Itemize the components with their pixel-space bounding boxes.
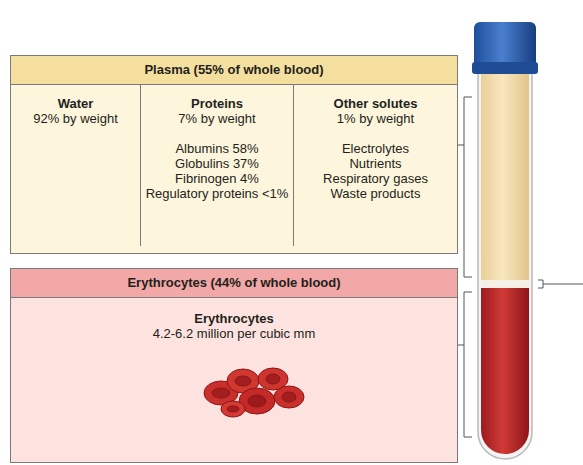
percentage-text: 4.2-6.2 million per cubic mm: [11, 326, 457, 341]
erythrocyte-panel: Erythrocytes (44% of whole blood)Erythro…: [10, 268, 458, 463]
panel-heading: Erythrocytes (44% of whole blood): [11, 269, 457, 298]
column-heading: Other solutes: [294, 96, 457, 111]
brackets: [458, 97, 583, 437]
water-column: Water92% by weight: [11, 84, 141, 246]
proteins-column: Proteins7% by weightAlbumins 58%Globulin…: [141, 84, 294, 246]
column-heading: Water: [11, 96, 140, 111]
panel-heading: Plasma (55% of whole blood): [11, 56, 457, 85]
component-item: Globulins 37%: [141, 156, 293, 171]
component-item: Albumins 58%: [141, 141, 293, 156]
component-item: Waste products: [294, 186, 457, 201]
component-item: Fibrinogen 4%: [141, 171, 293, 186]
percentage-text: 1% by weight: [294, 111, 457, 126]
plasma-panel: Plasma (55% of whole blood)Water92% by w…: [10, 55, 458, 254]
component-item: Regulatory proteins <1%: [141, 186, 293, 201]
component-item: Respiratory gases: [294, 171, 457, 186]
component-item: Electrolytes: [294, 141, 457, 156]
solutes-column: Other solutes1% by weightElectrolytesNut…: [294, 84, 457, 246]
column-heading: Proteins: [141, 96, 293, 111]
percentage-text: 7% by weight: [141, 111, 293, 126]
column-heading: Erythrocytes: [11, 311, 457, 326]
erythrocyte-cell-box: Erythrocytes4.2-6.2 million per cubic mm: [11, 299, 457, 455]
erythrocyte-illustration: [199, 361, 309, 421]
component-item: Nutrients: [294, 156, 457, 171]
percentage-text: 92% by weight: [11, 111, 140, 126]
tube: [472, 22, 538, 459]
